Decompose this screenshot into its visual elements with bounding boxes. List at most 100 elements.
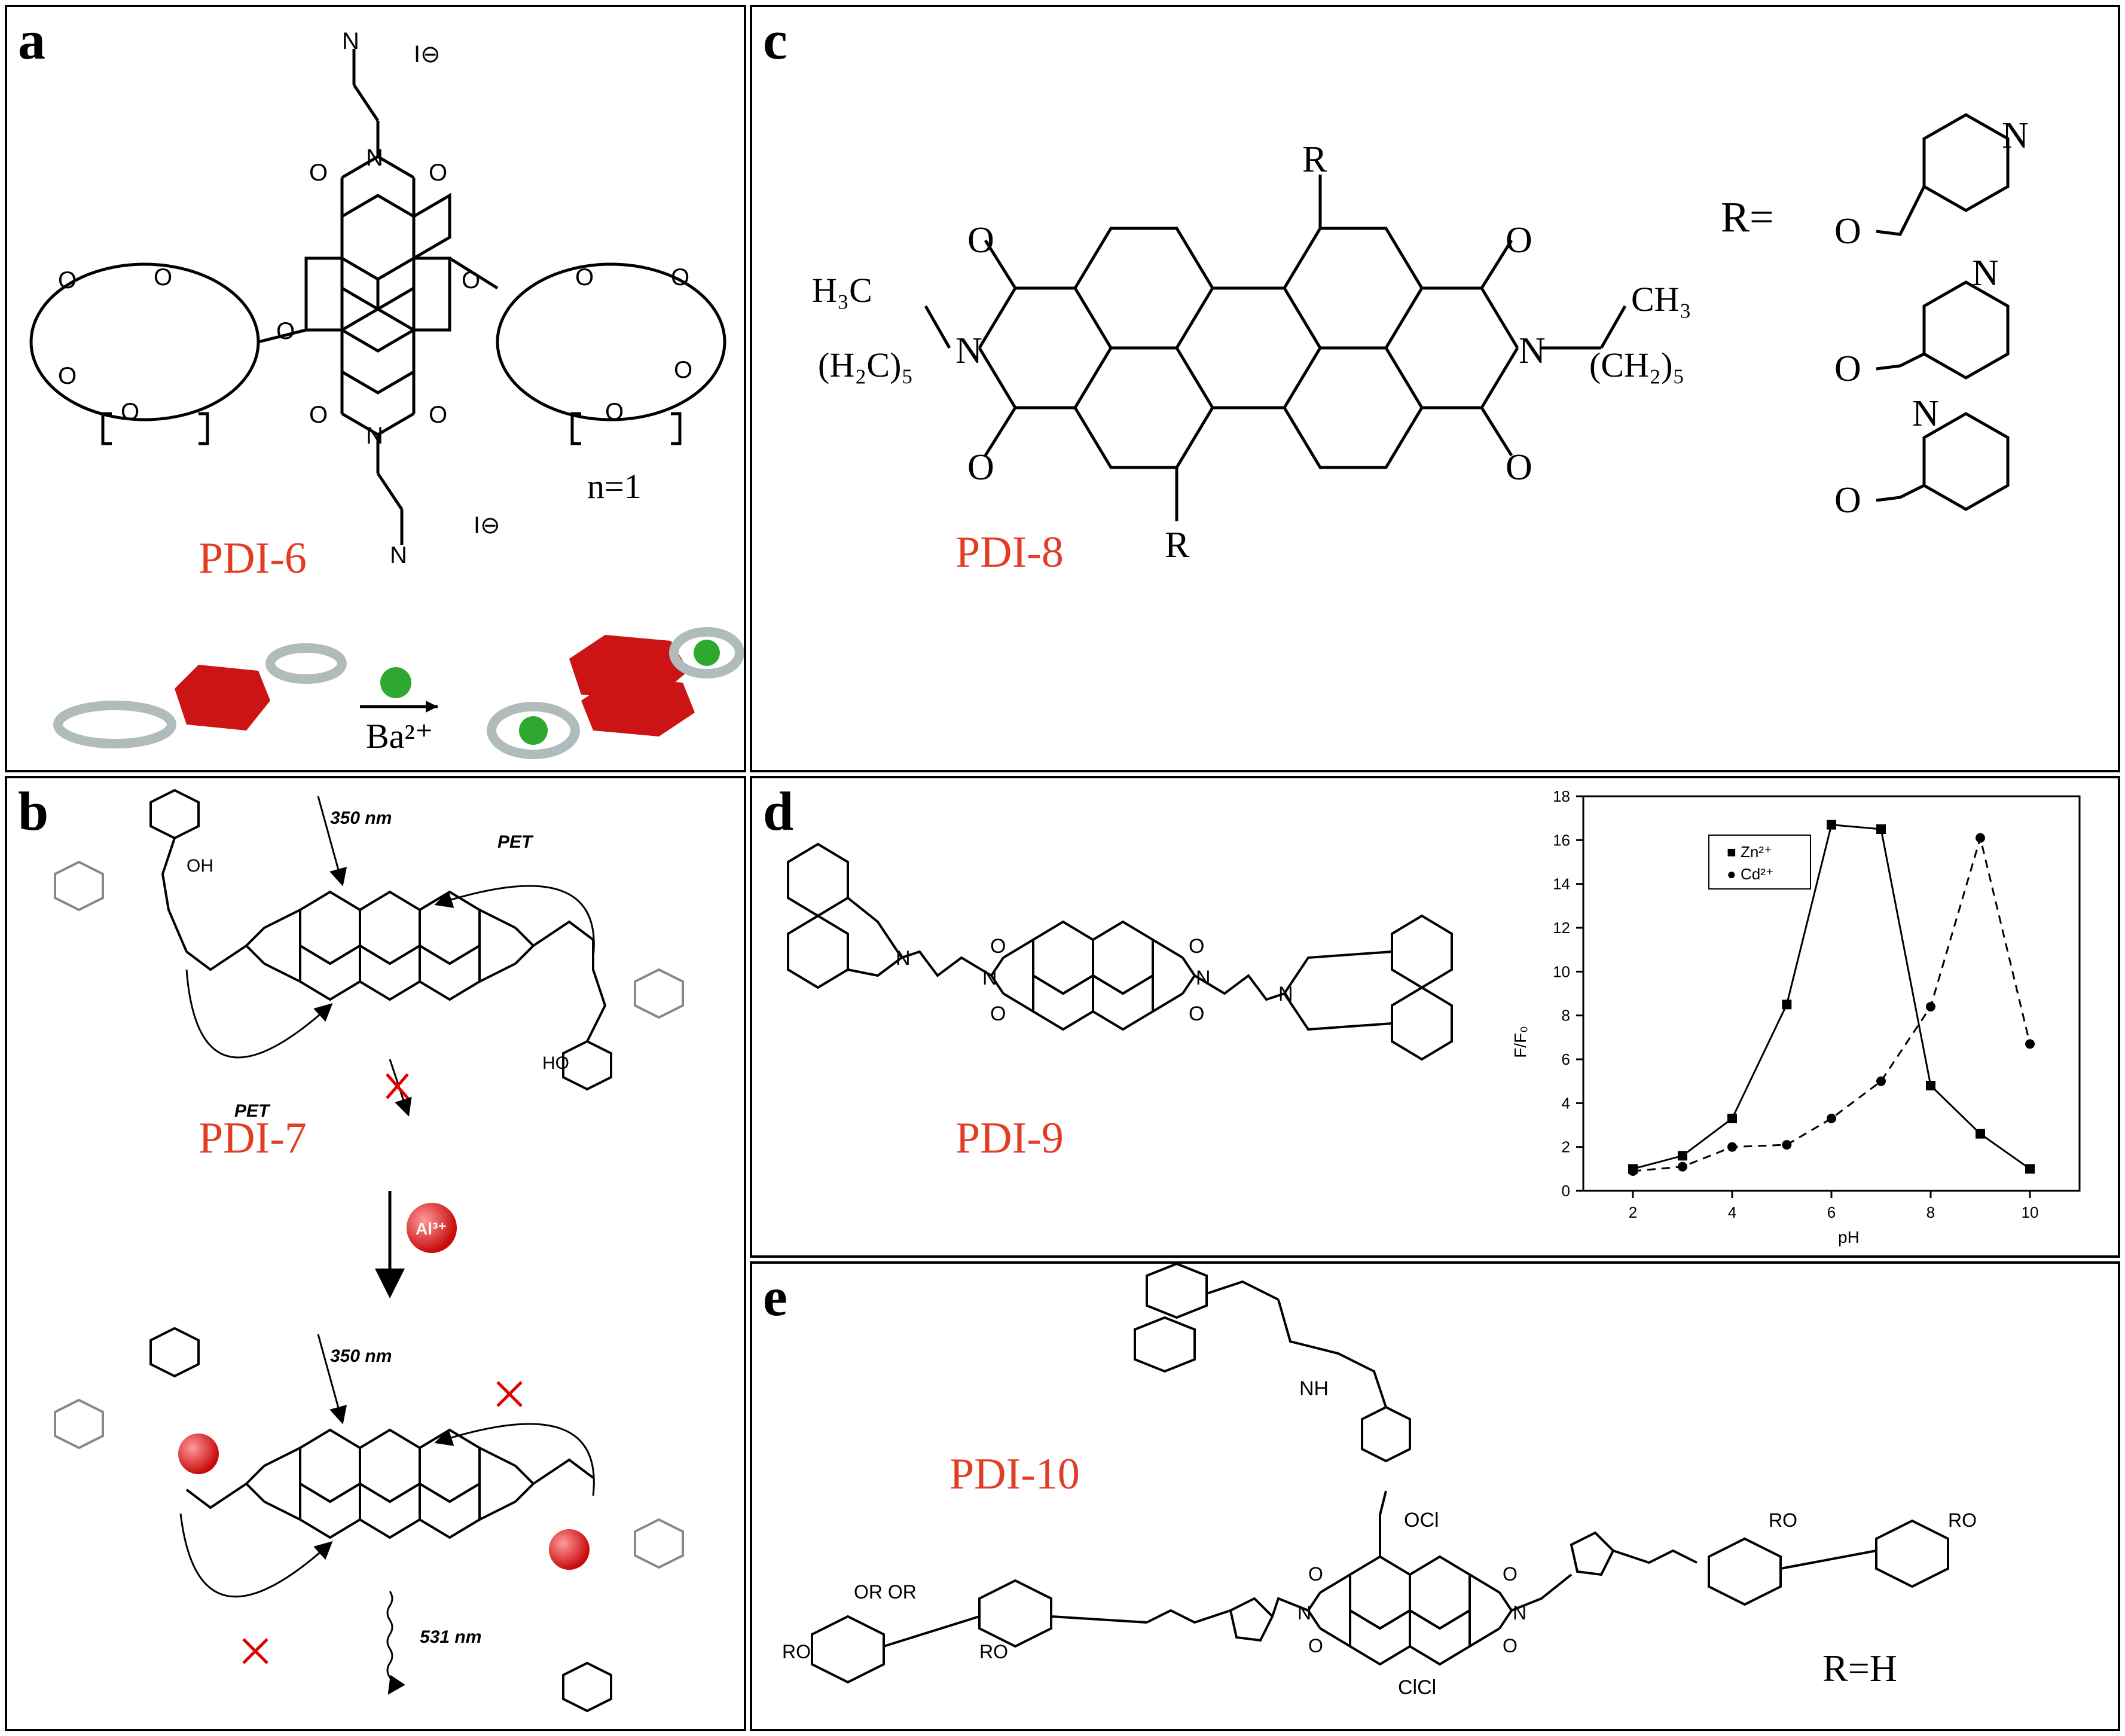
excitation-label-bottom: 350 nm [330,1346,392,1366]
panel-c: c [750,5,2120,772]
data-point-0 [1678,1151,1687,1161]
pet-label-bottom: PET [234,1101,270,1121]
svg-text:O: O [121,399,139,425]
data-point-1 [1628,1166,1638,1176]
data-point-1 [1782,1140,1792,1150]
svg-text:I⊖: I⊖ [474,512,500,539]
svg-text:N: N [955,331,982,371]
chain-left-bottom: (H₂C)₅ [818,346,914,384]
svg-text:O: O [1308,1563,1323,1585]
oh-label: OH [187,856,213,876]
svg-text:O: O [1503,1635,1518,1656]
panel-e: e [750,1261,2120,1731]
series-line-1 [1632,834,2031,1172]
svg-text:N: N [1278,983,1293,1005]
al-ion-label: Al³⁺ [416,1220,447,1238]
pdi7-scheme [54,788,684,1713]
panel-label-a: a [18,10,45,71]
svg-text:RO: RO [1769,1509,1797,1531]
x-tick-label: 2 [1629,1203,1637,1221]
svg-text:N: N [390,542,407,569]
clcl-label: ClCl [1398,1676,1437,1699]
panel-label-e: e [763,1266,787,1327]
svg-text:O: O [605,399,624,425]
panel-label-d: d [763,781,794,842]
data-point-1 [1976,833,1985,843]
svg-text:O: O [1834,349,1861,389]
svg-text:O: O [154,264,172,291]
excitation-label-top: 350 nm [330,808,392,828]
svg-text:N: N [1297,1602,1311,1624]
svg-text:O: O [276,318,295,344]
legend-cd: ● Cd²⁺ [1727,865,1774,884]
n-equals-label: n=1 [587,467,642,506]
svg-text:O: O [990,1003,1006,1025]
panel-a: a [5,5,746,772]
chain-right-top: CH₃ [1631,280,1692,319]
y-tick-label: 12 [1553,919,1570,937]
emission-label: 531 nm [420,1627,482,1647]
svg-text:RO: RO [979,1641,1008,1662]
data-point-0 [1976,1129,1985,1139]
compound-name-pdi8: PDI-8 [955,528,1064,577]
svg-text:OR OR: OR OR [854,1581,917,1603]
data-point-1 [1926,1002,1935,1011]
svg-text:RO: RO [1948,1509,1977,1531]
svg-text:O: O [671,264,689,291]
svg-text:O: O [967,447,994,488]
compound-name-pdi7: PDI-7 [199,1114,307,1163]
legend-zn-label: Zn²⁺ [1740,843,1772,861]
amide-nh-label: NH [1299,1377,1329,1400]
legend-zn-swatch: ■ [1727,843,1736,861]
y-tick-label: 4 [1562,1094,1570,1112]
svg-text:O: O [1834,211,1861,252]
x-tick-label: 6 [1827,1203,1836,1221]
r-definition-e: R=H [1822,1647,1897,1689]
compound-name-pdi9: PDI-9 [955,1114,1064,1163]
svg-text:O: O [1834,480,1861,521]
svg-text:O: O [990,935,1006,958]
chart-xlabel: pH [1838,1228,1860,1246]
data-point-0 [1782,1000,1792,1010]
chart-frame [1582,795,2081,1192]
panel-label-c: c [763,10,787,71]
svg-text:O: O [429,160,447,186]
svg-text:N: N [1912,393,1939,434]
svg-text:R: R [1302,139,1327,180]
svg-text:O: O [1506,447,1532,488]
svg-text:O: O [674,357,692,383]
chain-left-top: H₃C [812,271,872,310]
data-point-0 [1727,1114,1737,1123]
legend-zn: ■ Zn²⁺ [1727,843,1772,861]
legend-cd-label: Cd²⁺ [1740,865,1774,883]
y-tick-label: 8 [1562,1007,1570,1025]
svg-text:O: O [309,402,328,428]
svg-text:RO: RO [782,1641,811,1662]
svg-text:O: O [58,267,77,294]
svg-text:N: N [1972,253,1999,294]
svg-text:N: N [982,967,997,989]
panel-label-b: b [18,781,49,842]
data-point-1 [1678,1162,1687,1172]
compound-name-pdi6: PDI-6 [199,534,307,583]
svg-text:N: N [342,28,359,54]
svg-text:O: O [967,220,994,261]
legend-cd-swatch: ● [1727,865,1736,883]
svg-text:O: O [1308,1635,1323,1656]
ocl-label: OCl [1404,1509,1439,1532]
y-tick-label: 2 [1562,1138,1570,1156]
svg-text:N: N [1513,1602,1526,1624]
barium-ion-label: Ba²⁺ [366,717,433,756]
svg-text:N: N [896,947,911,970]
compound-name-pdi10: PDI-10 [949,1450,1080,1499]
chart-ylabel: F/F₀ [1510,1026,1529,1058]
svg-text:N: N [2002,115,2029,156]
r-definition: R= [1721,193,1774,241]
data-point-0 [2025,1164,2035,1174]
data-point-1 [2025,1039,2035,1049]
